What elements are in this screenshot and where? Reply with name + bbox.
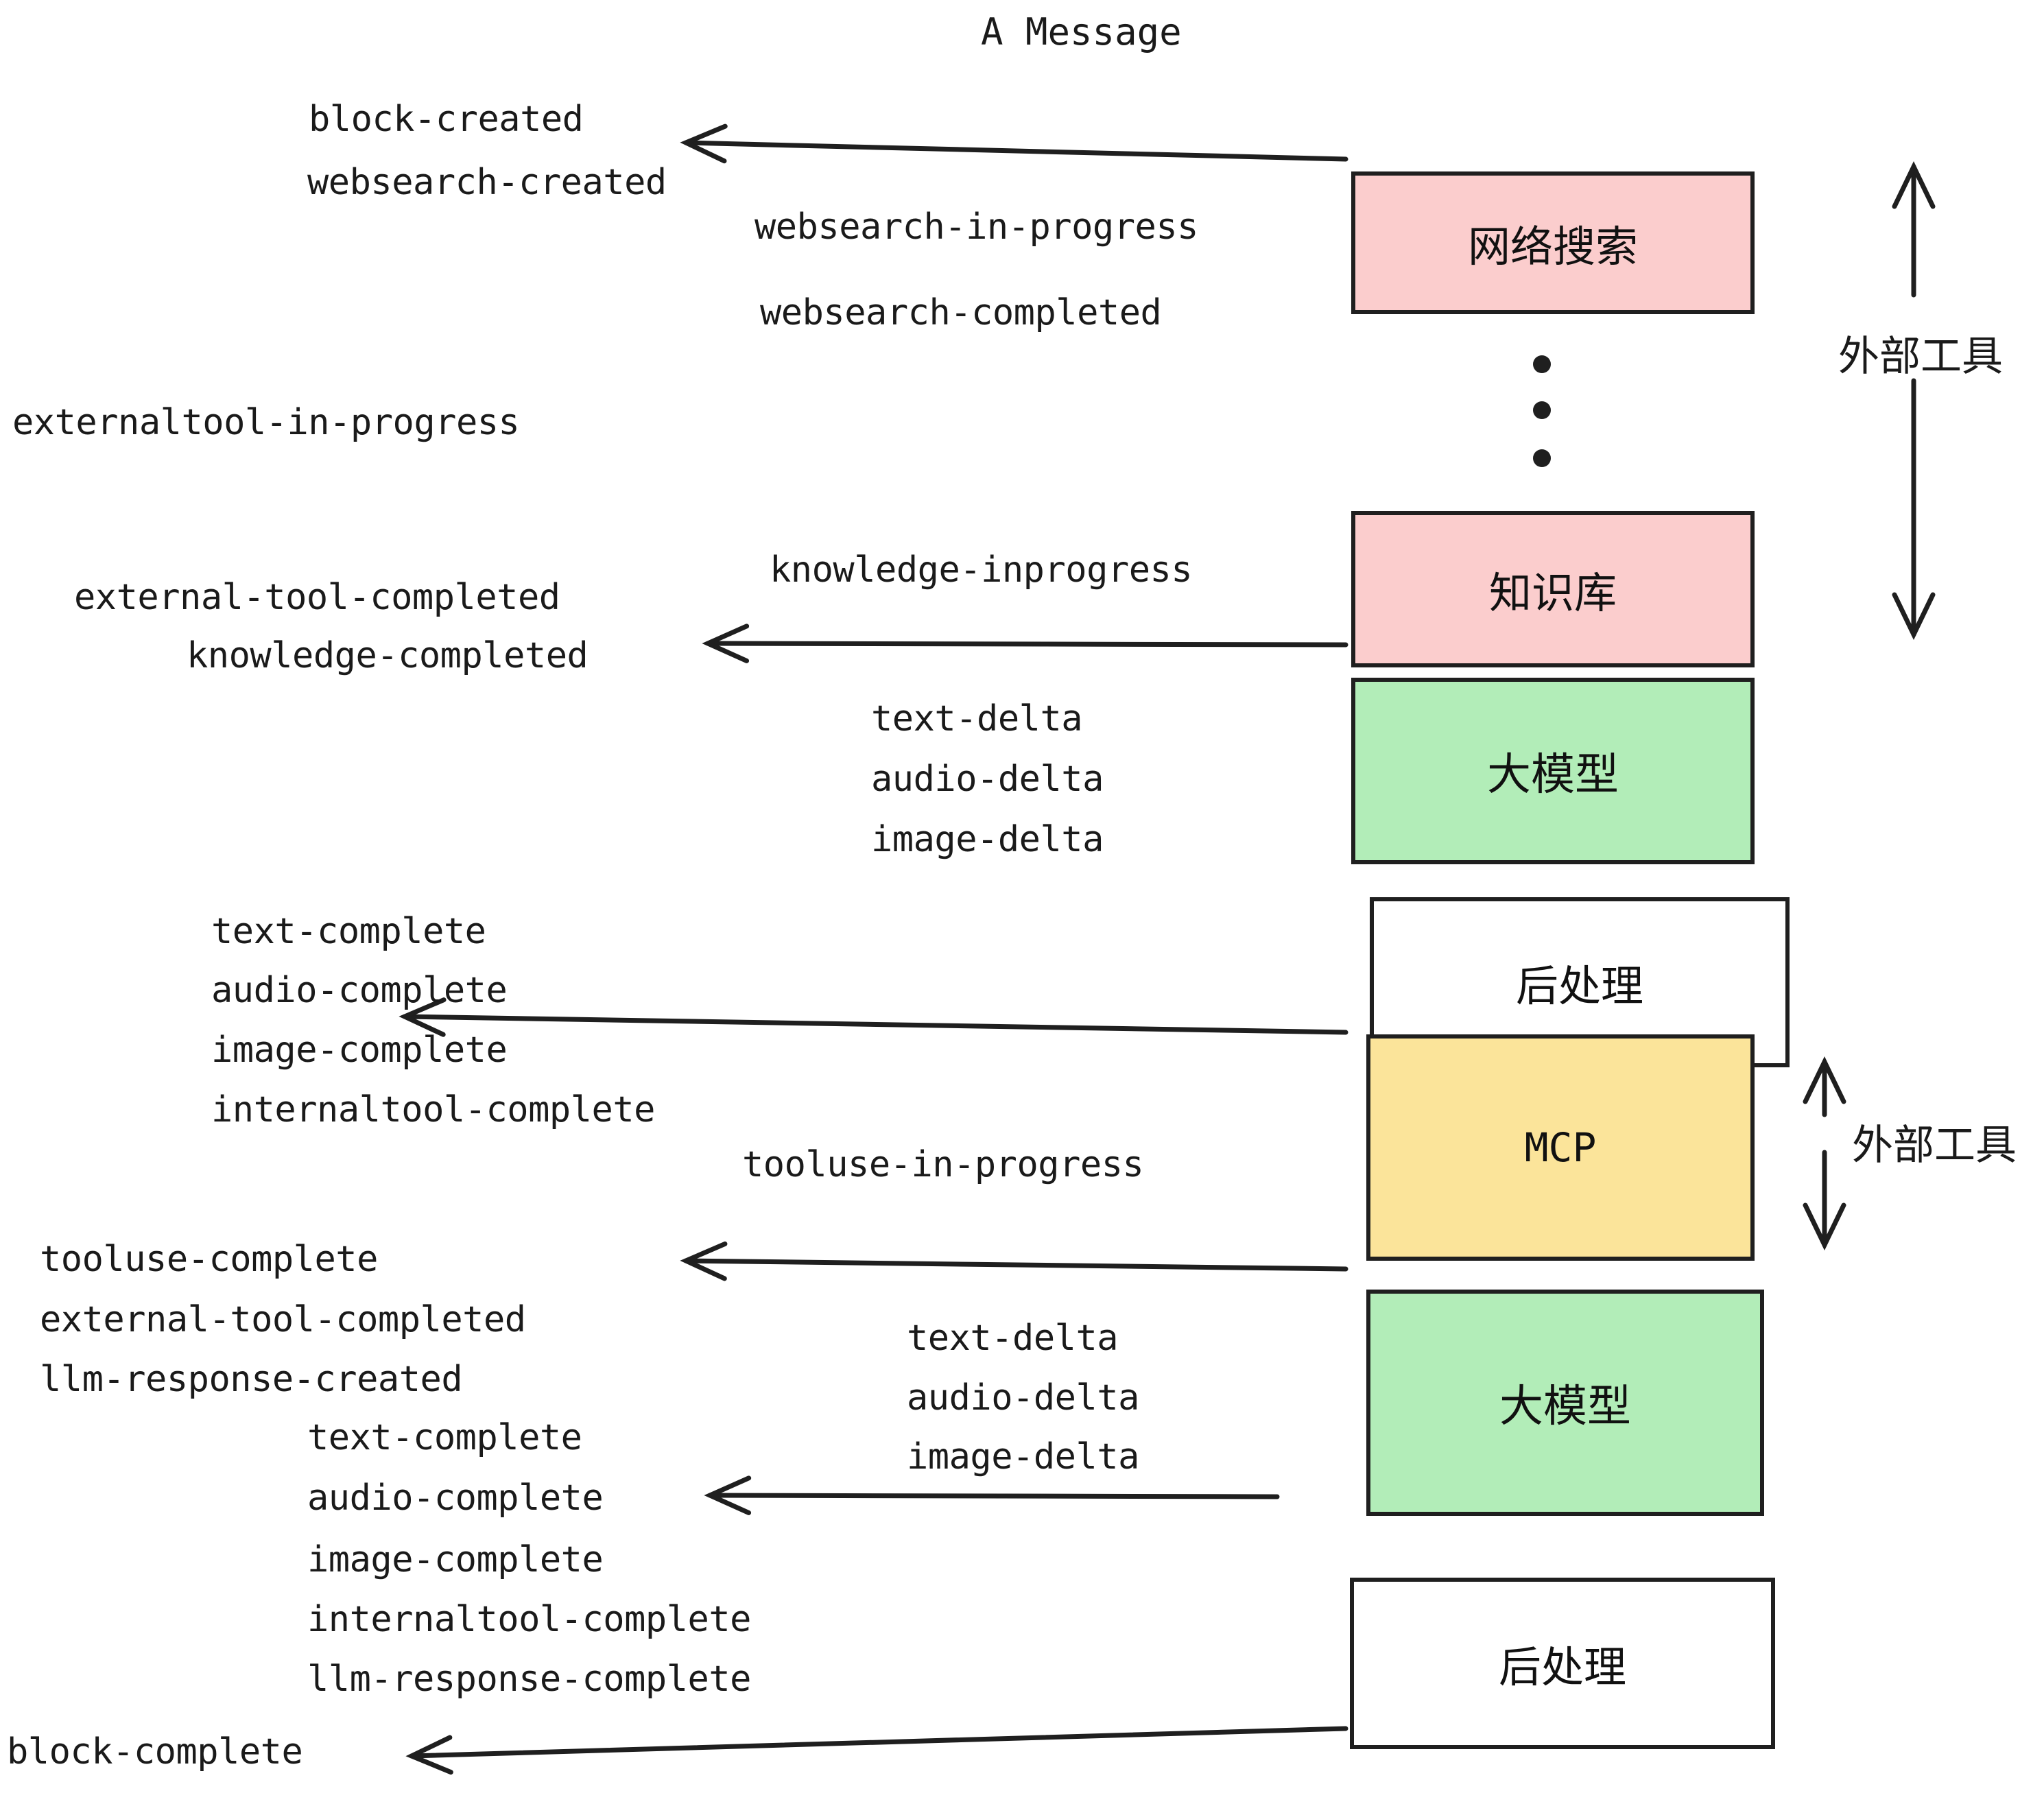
event-label: audio-delta bbox=[871, 759, 1104, 800]
event-label: external-tool-completed bbox=[74, 577, 560, 618]
event-label: external-tool-completed bbox=[40, 1299, 526, 1340]
arrow-block-complete bbox=[405, 1726, 1348, 1775]
node-llm-bottom[interactable]: 大模型 bbox=[1366, 1290, 1764, 1516]
event-label: tooluse-in-progress bbox=[742, 1144, 1144, 1185]
arrow-image-complete bbox=[399, 997, 1348, 1037]
event-label: block-created bbox=[309, 99, 584, 140]
arrow-head bbox=[405, 1735, 453, 1775]
event-label: websearch-created bbox=[307, 162, 667, 203]
event-label: text-complete bbox=[211, 911, 486, 952]
range-head-down bbox=[1803, 1202, 1846, 1251]
page-title: A Message bbox=[981, 10, 1182, 54]
arrow-shaft bbox=[683, 140, 1348, 162]
range-external-bottom bbox=[1803, 1056, 1846, 1251]
range-head-down bbox=[1892, 592, 1936, 641]
arrow-audio-complete bbox=[704, 1475, 1280, 1515]
event-label: knowledge-completed bbox=[187, 635, 589, 676]
arrow-tooluse-complete bbox=[680, 1241, 1348, 1281]
event-label: image-complete bbox=[211, 1030, 508, 1071]
arrow-shaft bbox=[705, 641, 1348, 648]
arrow-shaft bbox=[683, 1258, 1348, 1272]
arrow-shaft bbox=[707, 1493, 1280, 1499]
event-label: audio-complete bbox=[211, 970, 508, 1011]
event-label: image-delta bbox=[907, 1436, 1139, 1477]
range-external-top bbox=[1892, 161, 1936, 641]
arrow-shaft bbox=[409, 1726, 1348, 1759]
event-label: tooluse-complete bbox=[40, 1239, 378, 1280]
arrow-knowledge-complete bbox=[702, 624, 1348, 663]
event-label: knowledge-inprogress bbox=[770, 549, 1193, 591]
event-label: image-complete bbox=[307, 1539, 604, 1580]
node-knowledge[interactable]: 知识库 bbox=[1351, 511, 1755, 667]
ellipsis-dot bbox=[1533, 355, 1551, 373]
event-label: llm-response-created bbox=[40, 1359, 463, 1400]
ellipsis-dot bbox=[1533, 449, 1551, 467]
node-postprocess-bottom[interactable]: 后处理 bbox=[1350, 1578, 1775, 1749]
node-llm-top[interactable]: 大模型 bbox=[1351, 678, 1755, 864]
range-head-up bbox=[1803, 1056, 1846, 1104]
arrow-head bbox=[704, 1475, 752, 1515]
event-label: llm-response-complete bbox=[307, 1659, 751, 1700]
event-label: text-complete bbox=[307, 1417, 582, 1458]
node-label: 后处理 bbox=[1498, 1642, 1626, 1692]
event-label: text-delta bbox=[907, 1318, 1119, 1359]
arrow-head bbox=[680, 123, 728, 164]
side-annotation-external-tools-bottom: 外部工具 bbox=[1852, 1121, 2017, 1170]
node-websearch[interactable]: 网络搜索 bbox=[1351, 171, 1755, 314]
range-head-up bbox=[1892, 161, 1936, 209]
node-mcp[interactable]: MCP bbox=[1366, 1034, 1755, 1261]
event-label: block-complete bbox=[7, 1731, 303, 1772]
node-label: MCP bbox=[1524, 1124, 1597, 1171]
node-label: 大模型 bbox=[1487, 750, 1619, 800]
event-label: internaltool-complete bbox=[307, 1599, 751, 1640]
event-label: audio-delta bbox=[907, 1377, 1139, 1419]
arrow-head bbox=[702, 624, 750, 663]
event-label: websearch-in-progress bbox=[754, 206, 1198, 248]
event-label: internaltool-complete bbox=[211, 1089, 655, 1130]
event-label: audio-complete bbox=[307, 1477, 604, 1519]
event-label: image-delta bbox=[871, 819, 1104, 860]
node-label: 大模型 bbox=[1499, 1381, 1631, 1432]
node-label: 后处理 bbox=[1515, 961, 1643, 1011]
arrow-block-created bbox=[680, 123, 1348, 164]
event-label: text-delta bbox=[871, 698, 1083, 739]
arrow-head bbox=[680, 1241, 728, 1281]
ellipsis-dot bbox=[1533, 401, 1551, 419]
arrow-shaft bbox=[402, 1014, 1348, 1035]
event-label: websearch-completed bbox=[760, 292, 1162, 333]
event-label: externaltool-in-progress bbox=[12, 402, 520, 443]
side-annotation-external-tools-top: 外部工具 bbox=[1838, 333, 2003, 381]
node-label: 网络搜索 bbox=[1467, 222, 1638, 272]
node-label: 知识库 bbox=[1488, 568, 1617, 618]
